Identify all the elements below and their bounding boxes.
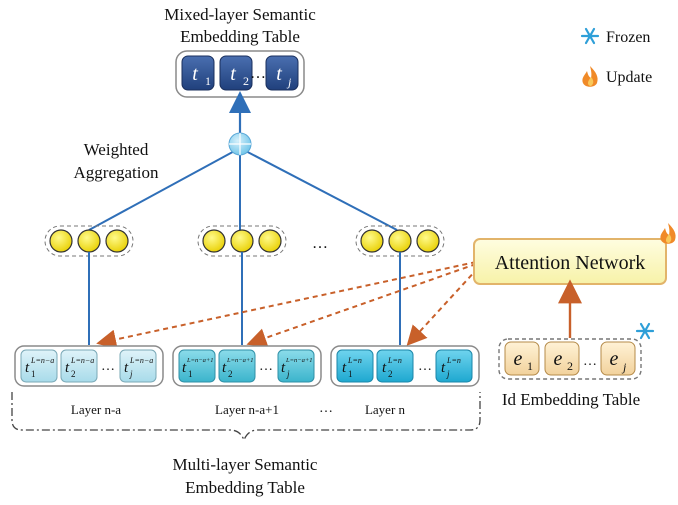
layer1-tj-sup: L=n−a bbox=[129, 356, 153, 365]
attention-network: Attention Network bbox=[473, 238, 667, 285]
layer1-t2-sub: 2 bbox=[71, 369, 76, 379]
layer3-t1-base: t bbox=[342, 360, 347, 376]
layer2-t1-base: t bbox=[182, 360, 187, 376]
layer-label-1: Layer n-a bbox=[71, 402, 121, 417]
layer2-tj-sub: j bbox=[286, 369, 290, 379]
layer3-t2-sub: 2 bbox=[388, 369, 393, 379]
mixed-token-1-sub: 1 bbox=[205, 74, 211, 88]
layer3-tj-sup: L=n bbox=[446, 356, 461, 365]
layer1-t1-sup: L=n−a bbox=[30, 356, 54, 365]
id-token-2-sub: 2 bbox=[567, 359, 573, 373]
layer-table-1 bbox=[14, 345, 164, 387]
layer1-t1-sub: 1 bbox=[31, 369, 36, 379]
layer1-tj-base: t bbox=[124, 360, 129, 376]
snowflake-icon bbox=[580, 27, 600, 45]
multi-table-title-line2: Embedding Table bbox=[185, 478, 305, 497]
attention-weight-arrows bbox=[96, 261, 479, 350]
layer3-token-2 bbox=[376, 349, 414, 383]
layer3-token-j bbox=[435, 349, 473, 383]
mixed-token-2 bbox=[219, 55, 253, 91]
mixed-table-title-line1: Mixed-layer Semantic bbox=[164, 5, 316, 24]
id-ellipsis: … bbox=[583, 354, 597, 369]
legend-frozen-label: Frozen bbox=[606, 29, 650, 46]
id-token-j bbox=[600, 341, 636, 376]
layer2-t1-sup: L=n−a+1 bbox=[186, 357, 214, 364]
multi-table-title-line1: Multi-layer Semantic bbox=[173, 455, 318, 474]
layer1-t2-base: t bbox=[65, 360, 70, 376]
mixed-embedding-table: t 1 t 2 … t j bbox=[175, 50, 305, 98]
multi-layer-brace bbox=[11, 392, 481, 442]
layer2-t1-sub: 1 bbox=[188, 369, 193, 379]
legend: Frozen Update bbox=[580, 27, 652, 87]
flame-icon bbox=[660, 223, 676, 244]
layer1-token-j bbox=[119, 349, 157, 383]
aggregation-edges bbox=[88, 147, 398, 231]
layer2-t2-sub: 2 bbox=[228, 369, 233, 379]
layer-table-3 bbox=[330, 345, 480, 387]
flame-icon bbox=[582, 66, 598, 87]
layer-table-2 bbox=[172, 345, 322, 387]
layer3-t2-sup: L=n bbox=[387, 356, 402, 365]
node-group-1 bbox=[44, 225, 134, 257]
id-table-label: Id Embedding Table bbox=[502, 390, 640, 409]
layer2-token-j bbox=[277, 349, 315, 383]
layer2-token-1 bbox=[178, 349, 216, 383]
layer-tables bbox=[14, 345, 480, 387]
layer-labels-ellipsis: … bbox=[319, 401, 333, 416]
node-group-3 bbox=[355, 225, 445, 257]
layer1-token-1 bbox=[20, 349, 58, 383]
layer2-t2-base: t bbox=[222, 360, 227, 376]
mixed-table-title-line2: Embedding Table bbox=[180, 27, 300, 46]
id-token-j-sub: j bbox=[621, 360, 627, 374]
layer-label-2: Layer n-a+1 bbox=[215, 402, 279, 417]
attention-network-label: Attention Network bbox=[495, 252, 646, 274]
legend-update-label: Update bbox=[606, 69, 652, 86]
snowflake-icon bbox=[635, 322, 655, 340]
layer2-tj-sup: L=n−a+1 bbox=[285, 357, 313, 364]
id-embedding-table: e 1 e 2 … e j bbox=[498, 338, 642, 380]
layer1-token-2 bbox=[60, 349, 98, 383]
layer2-t2-sup: L=n−a+1 bbox=[226, 357, 254, 364]
id-token-j-base: e bbox=[610, 348, 619, 370]
id-token-1 bbox=[504, 341, 540, 376]
mixed-token-j-base: t bbox=[276, 63, 282, 85]
layer3-tj-base: t bbox=[441, 360, 446, 376]
layer-label-3: Layer n bbox=[365, 402, 406, 417]
layer3-t2-base: t bbox=[382, 360, 387, 376]
layer3-token-1 bbox=[336, 349, 374, 383]
mixed-token-j bbox=[265, 55, 299, 91]
aggregation-label-line1: Weighted bbox=[84, 140, 149, 159]
layer1-tj-sub: j bbox=[129, 369, 133, 379]
aggregation-node bbox=[228, 132, 252, 156]
layer-token-labels: t 1 L=n−a t 2 L=n−a … t j L=n−a t 1 L=n−… bbox=[25, 356, 461, 379]
layer2-ellipsis: … bbox=[259, 359, 273, 374]
layer3-t1-sup: L=n bbox=[347, 356, 362, 365]
layer2-tj-base: t bbox=[281, 360, 286, 376]
layer-to-node-edges bbox=[88, 252, 401, 345]
layer1-t1-base: t bbox=[25, 360, 30, 376]
mixed-token-j-sub: j bbox=[286, 75, 292, 89]
id-token-2-base: e bbox=[554, 348, 563, 370]
id-token-2 bbox=[544, 341, 580, 376]
layer1-t2-sup: L=n−a bbox=[70, 356, 94, 365]
mixed-ellipsis: … bbox=[250, 65, 266, 82]
layer3-tj-sub: j bbox=[446, 369, 450, 379]
id-token-1-base: e bbox=[514, 348, 523, 370]
layer3-t1-sub: 1 bbox=[348, 369, 353, 379]
node-groups-ellipsis: … bbox=[312, 235, 328, 252]
id-token-1-sub: 1 bbox=[527, 359, 533, 373]
layer3-ellipsis: … bbox=[418, 359, 432, 374]
aggregation-label-line2: Aggregation bbox=[74, 163, 159, 182]
mixed-token-1 bbox=[181, 55, 215, 91]
mixed-token-2-sub: 2 bbox=[243, 74, 249, 88]
layer2-token-2 bbox=[218, 349, 256, 383]
node-group-2 bbox=[197, 225, 287, 257]
layer1-ellipsis: … bbox=[101, 359, 115, 374]
mixed-token-2-base: t bbox=[230, 63, 236, 85]
mixed-token-1-base: t bbox=[192, 63, 198, 85]
